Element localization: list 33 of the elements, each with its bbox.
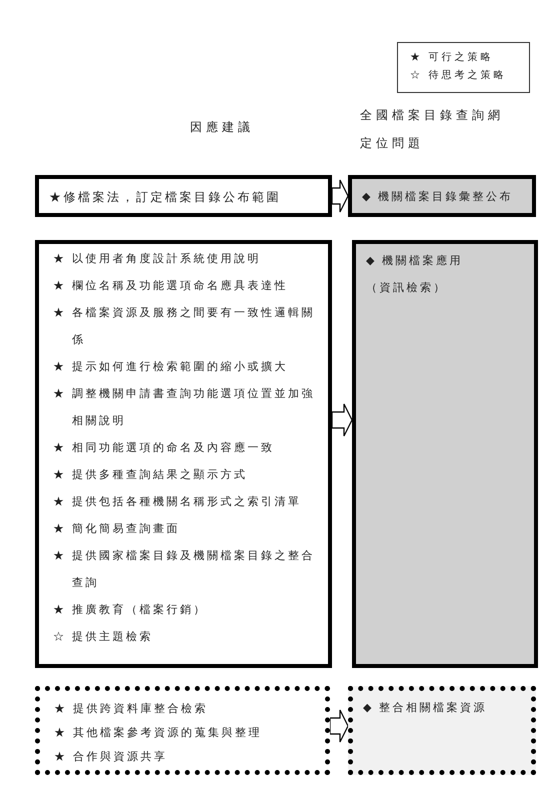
column-heading: 全國檔案目錄查詢網定位問題 xyxy=(360,107,505,152)
list-item: ★ 以使用者角度設計系統使用說明 xyxy=(53,252,262,267)
text-box xyxy=(35,175,332,217)
text-box xyxy=(352,240,538,668)
text-box xyxy=(35,240,332,668)
list-item: ◆ 整合相關檔案資源 xyxy=(363,700,488,716)
block-arrow xyxy=(331,179,349,213)
text-box xyxy=(35,686,330,775)
text-box xyxy=(348,175,536,217)
block-arrow xyxy=(329,709,349,743)
list-item: ★ 提供包括各種機關名稱形式之索引清單 xyxy=(53,494,302,510)
list-item: ★ 各檔案資源及服務之間要有一致性邏輯關係 xyxy=(53,306,316,348)
legend-entry: ★ 可行之策略 xyxy=(410,50,494,65)
list-item: ★ 簡化簡易查詢畫面 xyxy=(53,522,181,537)
list-item: ☆ 提供主題檢索 xyxy=(53,630,154,645)
list-item: ◆ 機關檔案應用 xyxy=(366,254,464,269)
text-box xyxy=(348,686,536,775)
list-item: ★ 其他檔案參考資源的蒐集與整理 xyxy=(54,726,263,741)
list-item: ★ 相同功能選項的命名及內容應一致 xyxy=(53,440,276,456)
list-item: ★ 提供多種查詢結果之顯示方式 xyxy=(53,468,248,483)
block-arrow xyxy=(331,403,353,437)
list-item: ★ 欄位名稱及功能選項命名應具表達性 xyxy=(53,278,289,294)
list-item: ★ 提供國家檔案目錄及機關檔案目錄之整合查詢 xyxy=(53,548,316,591)
list-item: ★ 調整機關申請書查詢功能選項位置並加強相關說明 xyxy=(53,386,316,429)
column-heading: 因應建議 xyxy=(190,119,255,136)
list-item: ★ 合作與資源共享 xyxy=(54,750,168,765)
list-item: ★ 推廣教育（檔案行銷） xyxy=(53,602,208,618)
list-item: ★ 提示如何進行檢索範圍的縮小或擴大 xyxy=(53,360,289,375)
legend-entry: ☆ 待思考之策略 xyxy=(410,68,508,83)
list-item: ★ 提供跨資料庫整合檢索 xyxy=(54,702,209,717)
list-item: ★修檔案法，訂定檔案目錄公布範圍 xyxy=(49,189,282,206)
list-item: （資訊檢索） xyxy=(366,280,448,296)
list-item: ◆ 機關檔案目錄彙整公布 xyxy=(362,190,514,205)
